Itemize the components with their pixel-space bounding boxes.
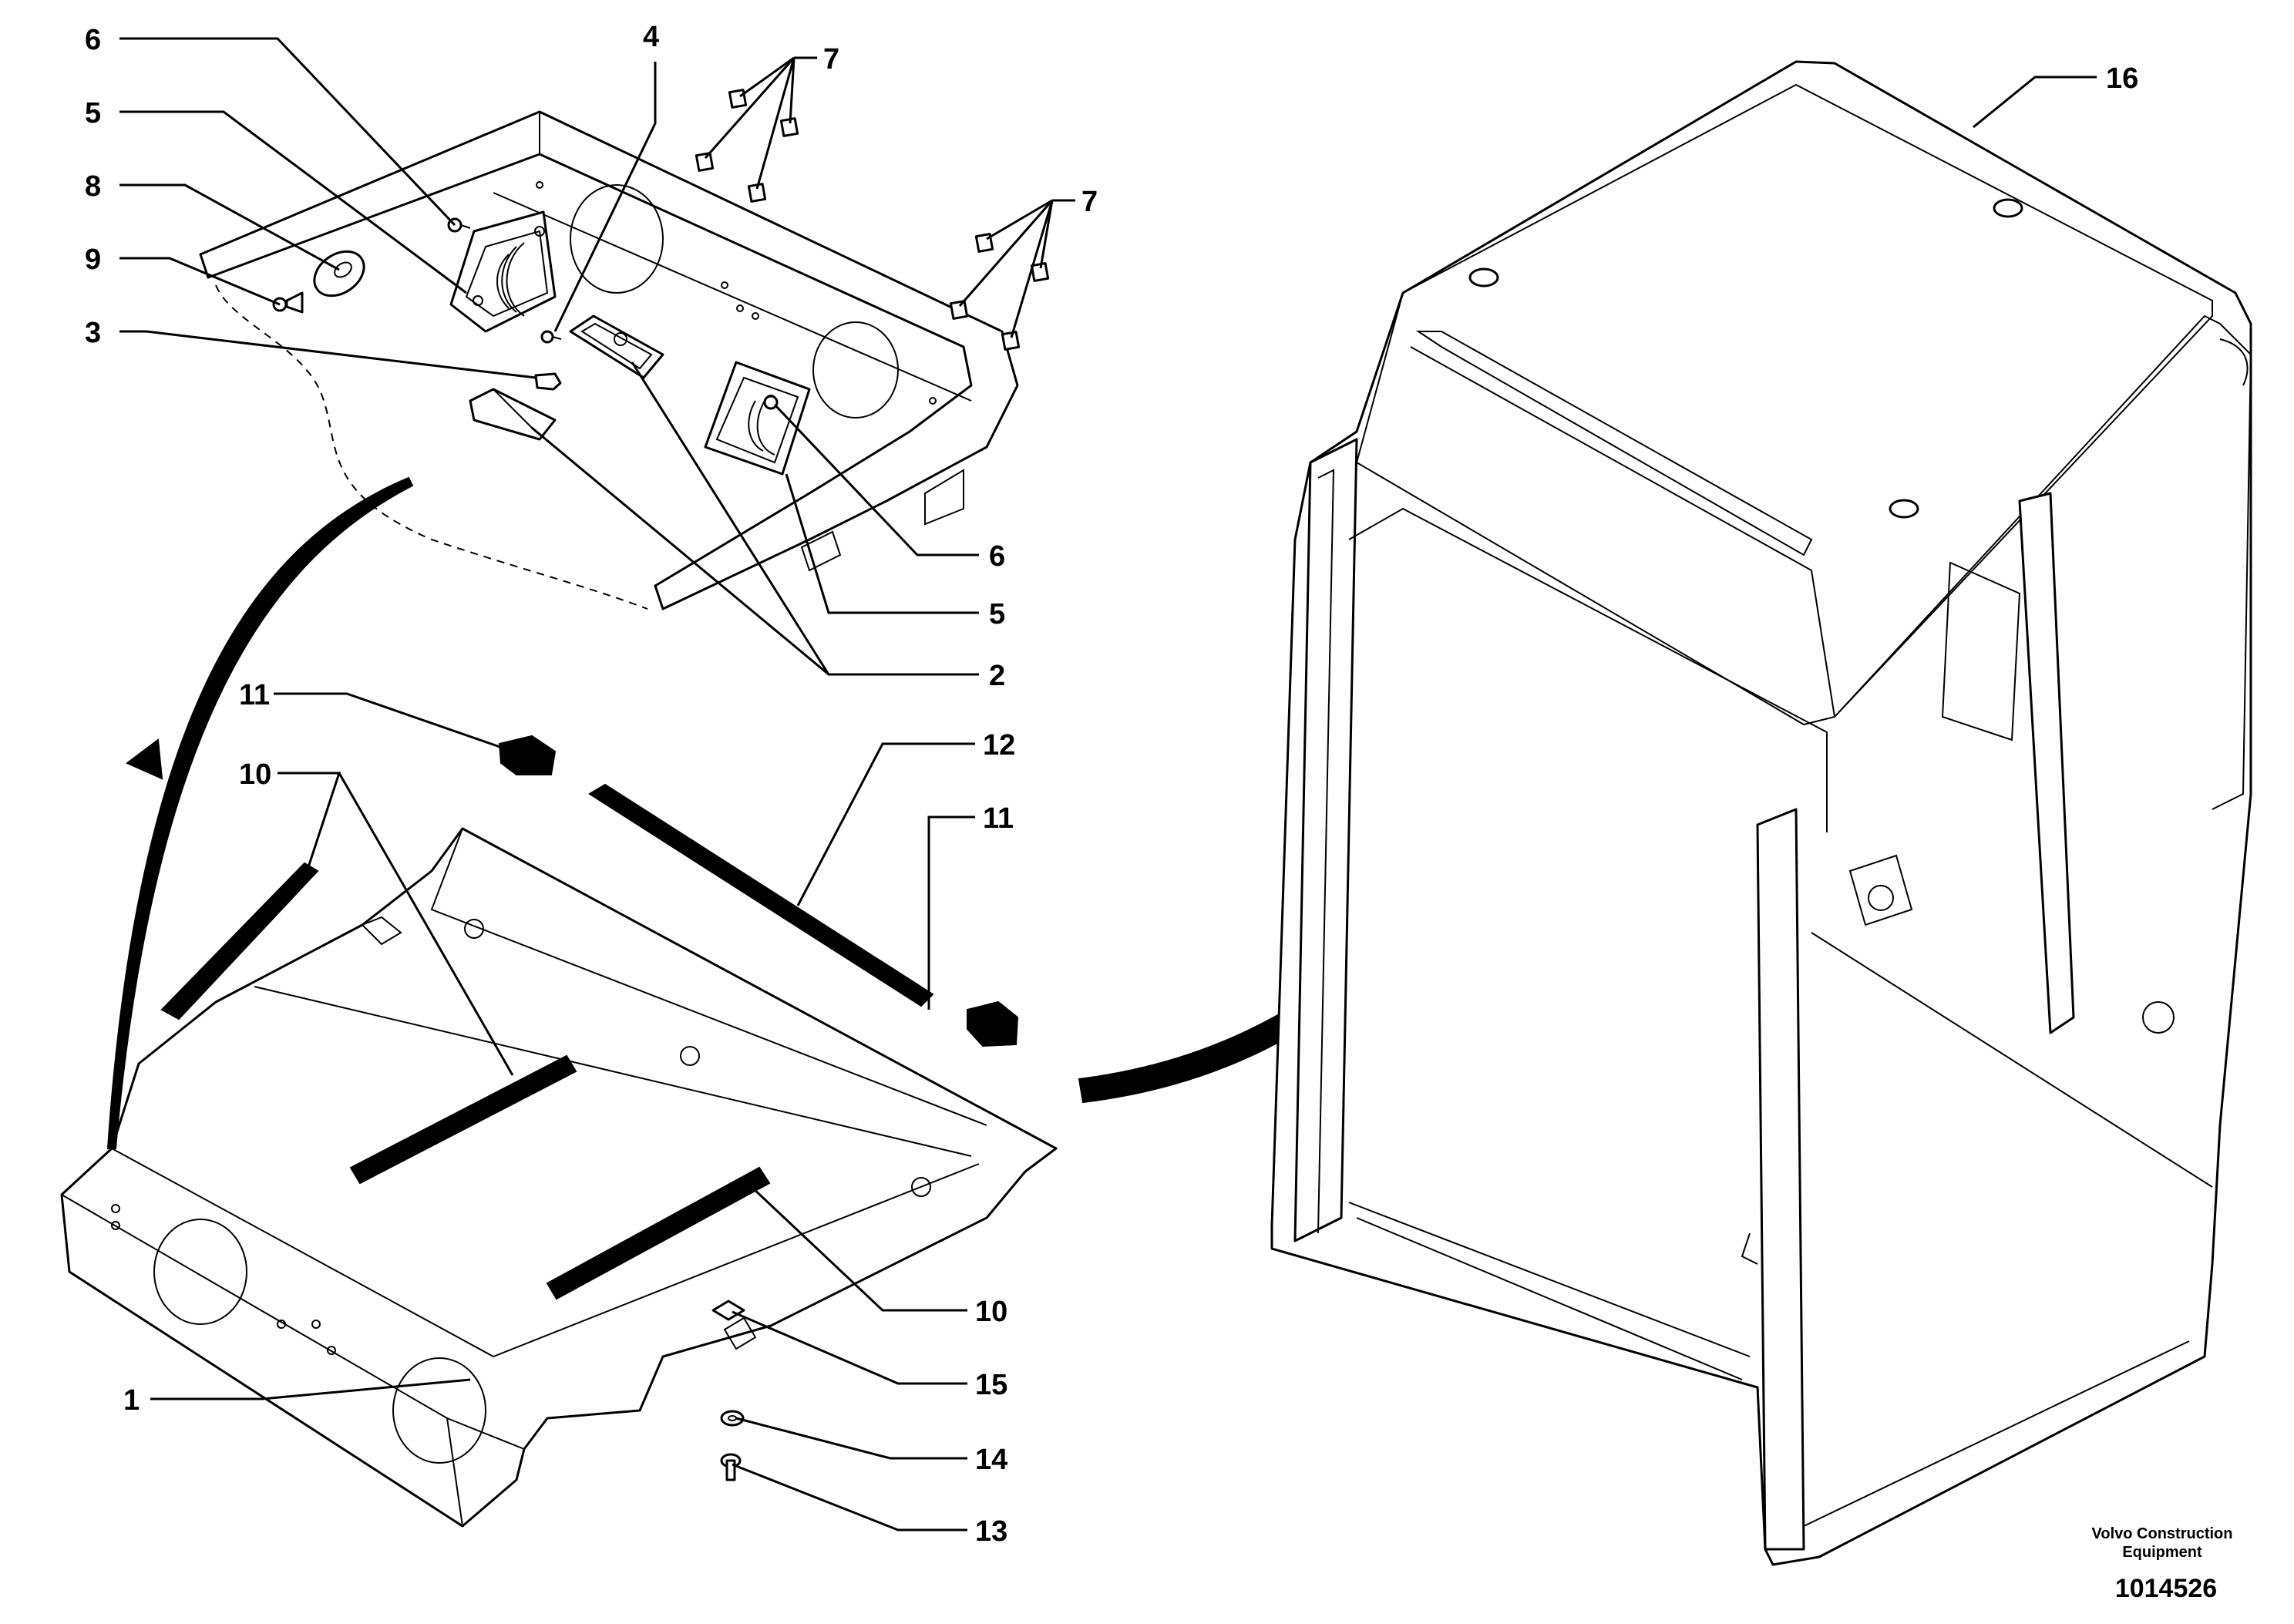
- lamp-housing: [569, 314, 664, 379]
- label-10-top: 10: [239, 758, 271, 791]
- label-16: 16: [2106, 62, 2138, 95]
- label-9: 9: [85, 244, 101, 276]
- speaker-grille-left: [449, 210, 557, 333]
- label-8: 8: [85, 170, 101, 203]
- foam-strip-10-right: [546, 1166, 771, 1300]
- speaker-grille-right: [704, 361, 811, 476]
- drawing-number: 1014526: [2114, 1574, 2218, 1603]
- part-labels: 6 5 8 9 3 4 7 7 6 5 2 11 10 12 11 10 15 …: [85, 21, 2138, 1548]
- foam-block-11-top: [498, 735, 557, 775]
- label-15: 15: [975, 1369, 1007, 1401]
- foam-block-11-right: [967, 1000, 1019, 1047]
- label-7-top: 7: [823, 43, 839, 76]
- label-14: 14: [975, 1444, 1007, 1476]
- wing-screw: [272, 291, 304, 314]
- clips-7-top: [695, 89, 799, 203]
- label-1: 1: [123, 1384, 140, 1417]
- label-5-right: 5: [989, 598, 1005, 630]
- credit-company: Volvo Construction: [2091, 1525, 2233, 1542]
- label-6-top: 6: [85, 24, 101, 56]
- label-2: 2: [989, 660, 1005, 692]
- label-11-right: 11: [983, 802, 1014, 835]
- roof-panel: [60, 827, 1058, 1528]
- label-7-right: 7: [1081, 186, 1098, 218]
- label-3: 3: [85, 317, 101, 349]
- knob: [313, 250, 365, 298]
- lamp-lens: [469, 388, 557, 441]
- cab-frame: [1270, 60, 2252, 1566]
- foam-strip-10-left: [160, 862, 319, 1020]
- label-12: 12: [983, 729, 1015, 762]
- foam-strip-12: [588, 783, 934, 1007]
- top-panel-assembly: [199, 110, 1019, 610]
- screw-13: [720, 1453, 742, 1481]
- label-10-bottom: 10: [975, 1296, 1007, 1328]
- bulb: [534, 372, 562, 391]
- arrow-curve-left: [106, 476, 414, 1149]
- label-5-top: 5: [85, 97, 101, 129]
- foam-strip-10-middle: [349, 1054, 577, 1185]
- screw-4: [540, 330, 562, 344]
- credit-company-line2: Equipment: [2122, 1544, 2202, 1561]
- clip-15: [711, 1300, 745, 1321]
- leader-lines: [119, 37, 2097, 1532]
- label-13: 13: [975, 1515, 1007, 1548]
- label-4: 4: [643, 21, 659, 53]
- label-6-right: 6: [989, 540, 1005, 573]
- label-11-top: 11: [239, 679, 270, 711]
